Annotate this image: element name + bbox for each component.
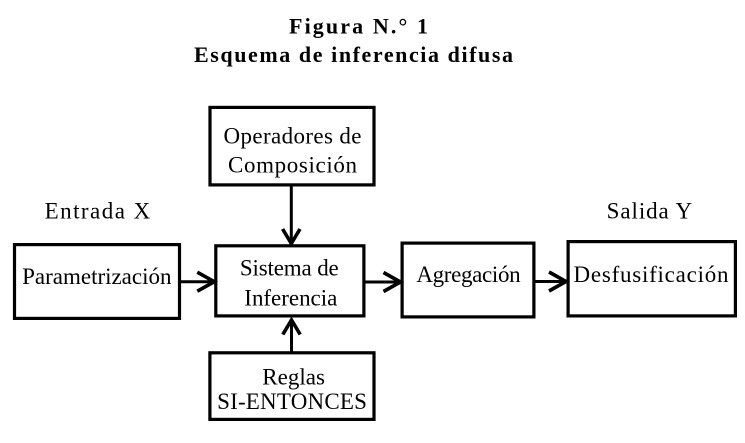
svg-text:Salida Y: Salida Y (607, 199, 693, 224)
svg-text:Reglas: Reglas (262, 365, 325, 390)
svg-text:Parametrización: Parametrización (22, 264, 172, 289)
svg-text:Sistema de: Sistema de (240, 255, 339, 280)
svg-text:SI-ENTONCES: SI-ENTONCES (217, 389, 367, 414)
svg-text:Figura N.° 1: Figura N.° 1 (289, 13, 428, 38)
svg-text:Inferencia: Inferencia (244, 286, 337, 311)
svg-text:Esquema de inferencia difusa: Esquema de inferencia difusa (194, 42, 513, 67)
svg-text:Composición: Composición (228, 153, 358, 178)
svg-text:Entrada X: Entrada X (45, 199, 151, 224)
svg-text:Desfusificación: Desfusificación (574, 262, 730, 287)
svg-text:Agregación: Agregación (416, 262, 521, 287)
svg-text:Operadores de: Operadores de (224, 124, 362, 149)
